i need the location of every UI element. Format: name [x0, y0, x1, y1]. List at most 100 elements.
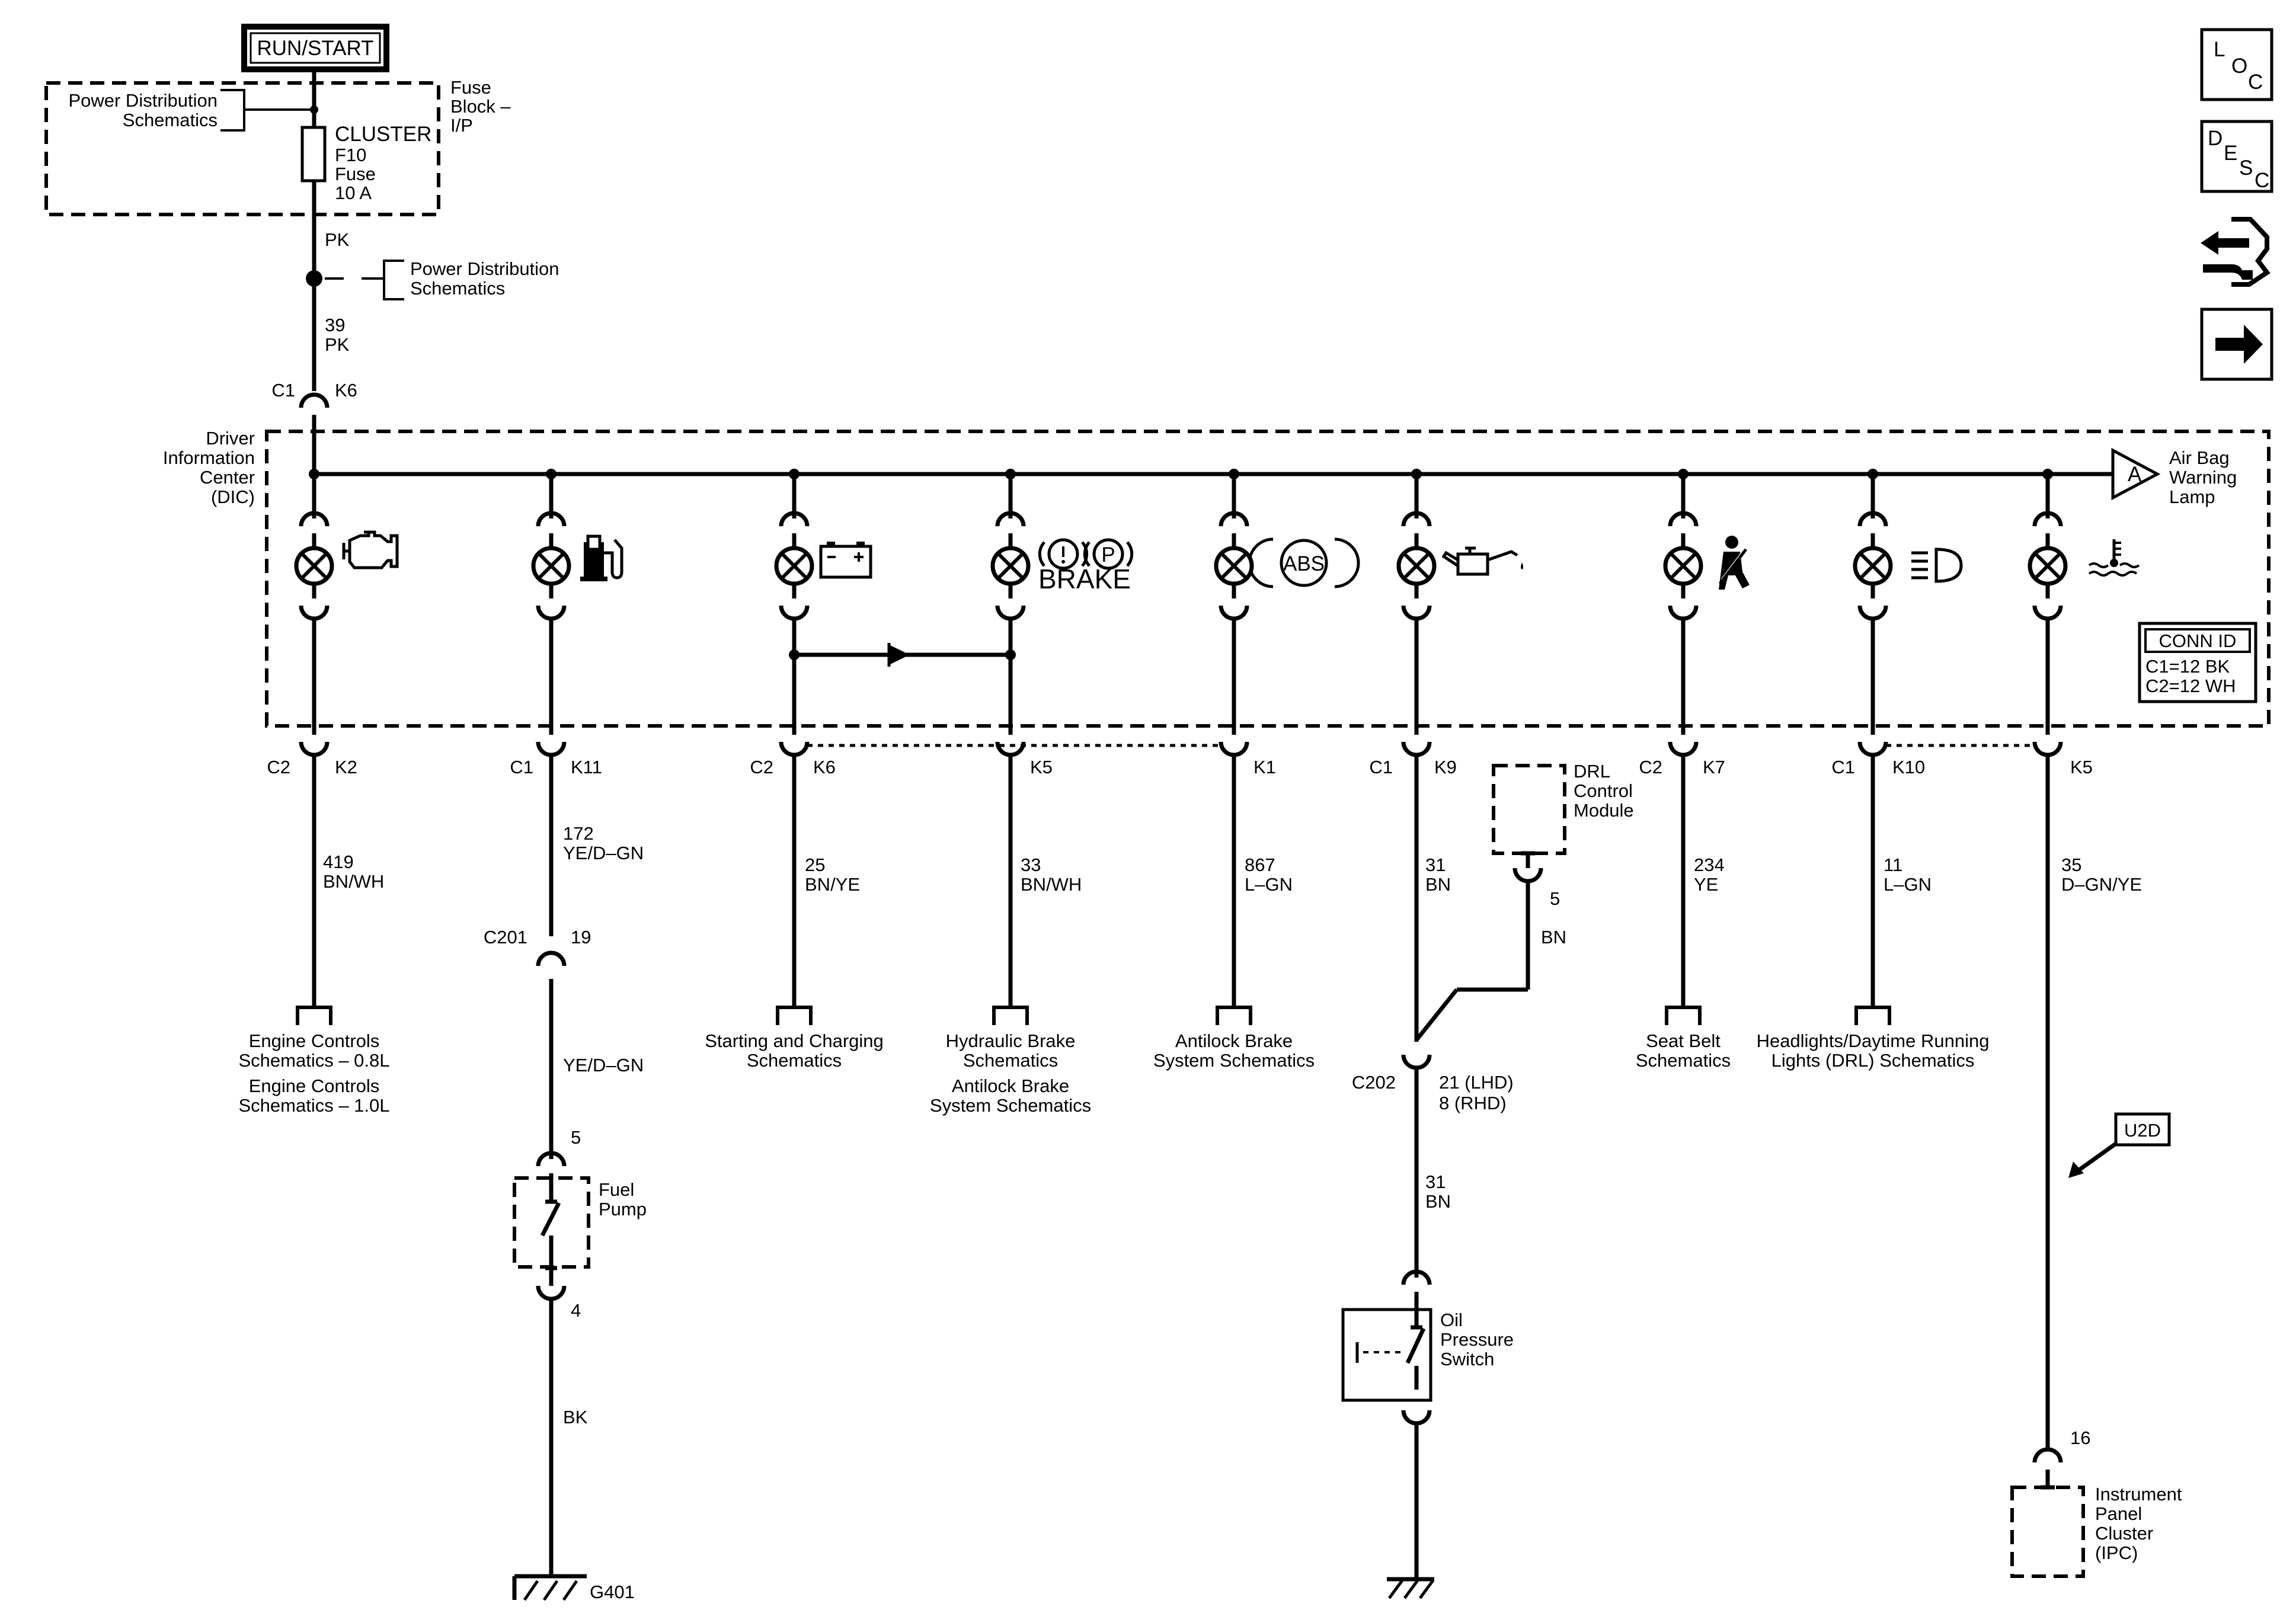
circuit-brake: K5 33 BN/WH Hydraulic Brake Schematics A… [930, 757, 1091, 1116]
diode-symbol [889, 645, 910, 665]
circuit-fuel-wire2: YE/D–GN [563, 1055, 644, 1076]
fuse-block-line1: Fuse [450, 77, 491, 98]
harness-connector [1668, 741, 1699, 757]
circuit-oil-wire2-color: BN [1425, 1191, 1451, 1212]
lamp-connector-bottom [1668, 605, 1699, 621]
lamp-connector-bottom [995, 605, 1026, 621]
circuit-oil: C1 K9 31 BN DRL Control Module 5 BN C202… [1341, 757, 1634, 1426]
circuit-charging-wire-num: 25 [805, 854, 825, 875]
circuit-engine-wire-color: BN/WH [323, 871, 384, 892]
lamp-connector-top [1668, 511, 1699, 527]
pd-schematics-1-line1: Power Distribution [68, 90, 218, 111]
lamp-connector-bottom [299, 605, 330, 621]
circuit-fuel-wire3: BK [563, 1407, 588, 1427]
circuit-seatbelt-wire-color: YE [1694, 874, 1718, 895]
parking-brake-p: P [1101, 543, 1115, 566]
desc-letter-s: S [2239, 156, 2253, 180]
circuit-brake-dest-4: System Schematics [930, 1095, 1091, 1116]
harness-connector [1857, 741, 1888, 757]
conn-c1-label: C1 [271, 380, 295, 401]
pd-schematics-1-line2: Schematics [123, 110, 218, 130]
u2d-label: U2D [2124, 1120, 2161, 1141]
u2d-tag [2114, 1112, 2171, 1147]
lamp-connector-bottom [1401, 605, 1432, 621]
circuit-headlights-pin: K10 [1892, 757, 1925, 777]
lamp-cross [780, 552, 808, 580]
circuit-charging-dest-2: Schematics [747, 1050, 842, 1071]
fuel-pump-label-2: Pump [599, 1199, 647, 1219]
circuit-oil-conn: C1 [1369, 757, 1393, 777]
drl-module-label-2: Control [1574, 780, 1633, 801]
loc-icon[interactable]: L O C [2200, 28, 2273, 101]
circuit-headlights-dest-1: Headlights/Daytime Running [1757, 1030, 1990, 1051]
loc-letter-l: L [2214, 38, 2225, 61]
pd-bracket-1 [220, 89, 245, 132]
ground-hatch [1387, 1579, 1404, 1599]
desc-letter-e: E [2224, 142, 2237, 165]
circuit-coolant-wire-num: 35 [2061, 854, 2081, 875]
ipc-label-2: Panel [2095, 1503, 2142, 1524]
dic-label-line2: Information [163, 447, 255, 468]
ipc-box [2010, 1486, 2085, 1578]
lamp-cross [537, 552, 565, 580]
oil-switch-label-1: Oil [1440, 1310, 1463, 1330]
ipc-label-3: Cluster [2095, 1523, 2153, 1544]
circuit-charging-dest-1: Starting and Charging [705, 1030, 884, 1051]
circuit-fuel-conn: C1 [510, 757, 533, 777]
loc-letter-c: C [2248, 71, 2263, 94]
circuit-brake-pin: K5 [1030, 757, 1053, 777]
connector-c202 [1401, 1054, 1432, 1070]
circuit-oil-wire-color: BN [1425, 874, 1451, 895]
circuit-brake-wire-num: 33 [1021, 854, 1041, 875]
lamp-connector-bottom [536, 605, 567, 621]
circuit-abs-dest-2: System Schematics [1153, 1050, 1315, 1071]
wire-39-color: PK [325, 334, 350, 355]
connector-wrench-icon[interactable] [2201, 217, 2271, 287]
airbag-label-line2: Warning [2169, 467, 2237, 488]
connector-c1-k6 [299, 392, 330, 408]
circuit-seatbelt-dest-2: Schematics [1636, 1050, 1731, 1071]
circuit-fuel-pin: K11 [571, 757, 602, 777]
oil-switch-contact [1405, 1327, 1426, 1364]
arrow-right-icon[interactable] [2200, 308, 2273, 381]
circuit-headlights-wire-color: L–GN [1884, 874, 1932, 895]
u2d-arrow [2068, 1161, 2084, 1178]
circuit-headlights: C1 K10 11 L–GN Headlights/Daytime Runnin… [1757, 757, 1990, 1071]
connector-c201 [536, 950, 567, 966]
harness-connector [1401, 741, 1432, 757]
circuit-engine-dest-2: Schematics – 0.8L [238, 1050, 389, 1071]
circuit-abs: K1 867 L–GN Antilock Brake System Schema… [1153, 757, 1315, 1071]
conn-id-c2: C2=12 WH [2145, 676, 2236, 696]
circuit-seatbelt-pin: K7 [1703, 757, 1725, 777]
lamp-connector-bottom [779, 605, 810, 621]
splice-conn: C202 [1352, 1072, 1396, 1093]
drl-module-label-3: Module [1574, 800, 1634, 821]
fuse-block-line2: Block – [450, 96, 511, 117]
harness-connector [2032, 741, 2063, 757]
schematic-ref-bracket [1854, 1006, 1891, 1025]
pd-schematics-2-line1: Power Distribution [410, 258, 559, 279]
desc-icon[interactable]: D E S C [2200, 120, 2273, 193]
lamp-cross [1220, 552, 1248, 580]
lamp-cross [996, 552, 1025, 580]
fuel-pump-label-1: Fuel [599, 1179, 634, 1200]
harness-connector [779, 741, 810, 757]
dic-label-line1: Driver [206, 428, 255, 449]
desc-letter-c: C [2255, 169, 2269, 192]
ipc-pin: 16 [2070, 1427, 2090, 1448]
fuse-name: CLUSTER [335, 123, 431, 146]
desc-letter-d: D [2208, 127, 2223, 150]
circuit-engine: C2 K2 419 BN/WH Engine Controls Schemati… [238, 757, 389, 1116]
circuit-fuel-wire-color: YE/D–GN [563, 843, 644, 863]
abs-text: ABS [1283, 552, 1325, 575]
circuit-seatbelt-wire-num: 234 [1694, 854, 1725, 875]
drl-wire: BN [1541, 927, 1566, 948]
circuit-headlights-wire-num: 11 [1884, 854, 1902, 875]
pd-schematics-2-line2: Schematics [410, 278, 505, 299]
splice-pin-lhd: 21 (LHD) [1439, 1072, 1514, 1093]
schematic-ref-bracket [1216, 1006, 1252, 1025]
conn-id-box: CONN ID C1=12 BK C2=12 WH [2138, 622, 2257, 703]
circuit-seatbelt-dest-1: Seat Belt [1646, 1030, 1721, 1051]
circuit-fuel-wire-num: 172 [563, 823, 594, 844]
